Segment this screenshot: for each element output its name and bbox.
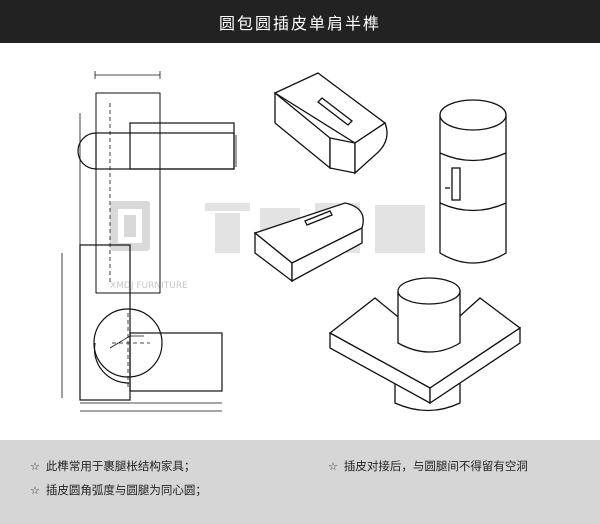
star-icon: ☆ (30, 483, 40, 497)
watermark-brand: XMDJ FURNITURE (110, 281, 188, 291)
star-icon: ☆ (328, 459, 338, 473)
bottom-view-orthographic (61, 244, 223, 412)
page-title: 圆包圆插皮单肩半榫 (0, 0, 600, 43)
joint-diagram: XMDJ FURNITURE (61, 71, 522, 412)
note-text: 此榫常用于裹腿枨结构家具； (45, 459, 196, 473)
top-view-orthographic (77, 71, 237, 294)
note-item: ☆ 此榫常用于裹腿枨结构家具； (30, 458, 195, 474)
note-text: 插皮对接后，与圆腿间不得留有空洞 (343, 459, 528, 473)
round-leg-mortise-3d (439, 99, 507, 264)
note-item: ☆ 插皮对接后，与圆腿间不得留有空洞 (328, 458, 528, 474)
assembled-joint-3d (328, 277, 522, 412)
tenon-piece-upper-3d (273, 72, 388, 175)
star-icon: ☆ (30, 459, 40, 473)
note-item: ☆ 插皮圆角弧度与圆腿为同心圆； (30, 482, 207, 498)
note-text: 插皮圆角弧度与圆腿为同心圆； (45, 483, 207, 497)
notes-panel: ☆ 此榫常用于裹腿枨结构家具； ☆ 插皮圆角弧度与圆腿为同心圆； ☆ 插皮对接后… (0, 440, 600, 524)
tenon-piece-lower-3d (253, 202, 364, 283)
